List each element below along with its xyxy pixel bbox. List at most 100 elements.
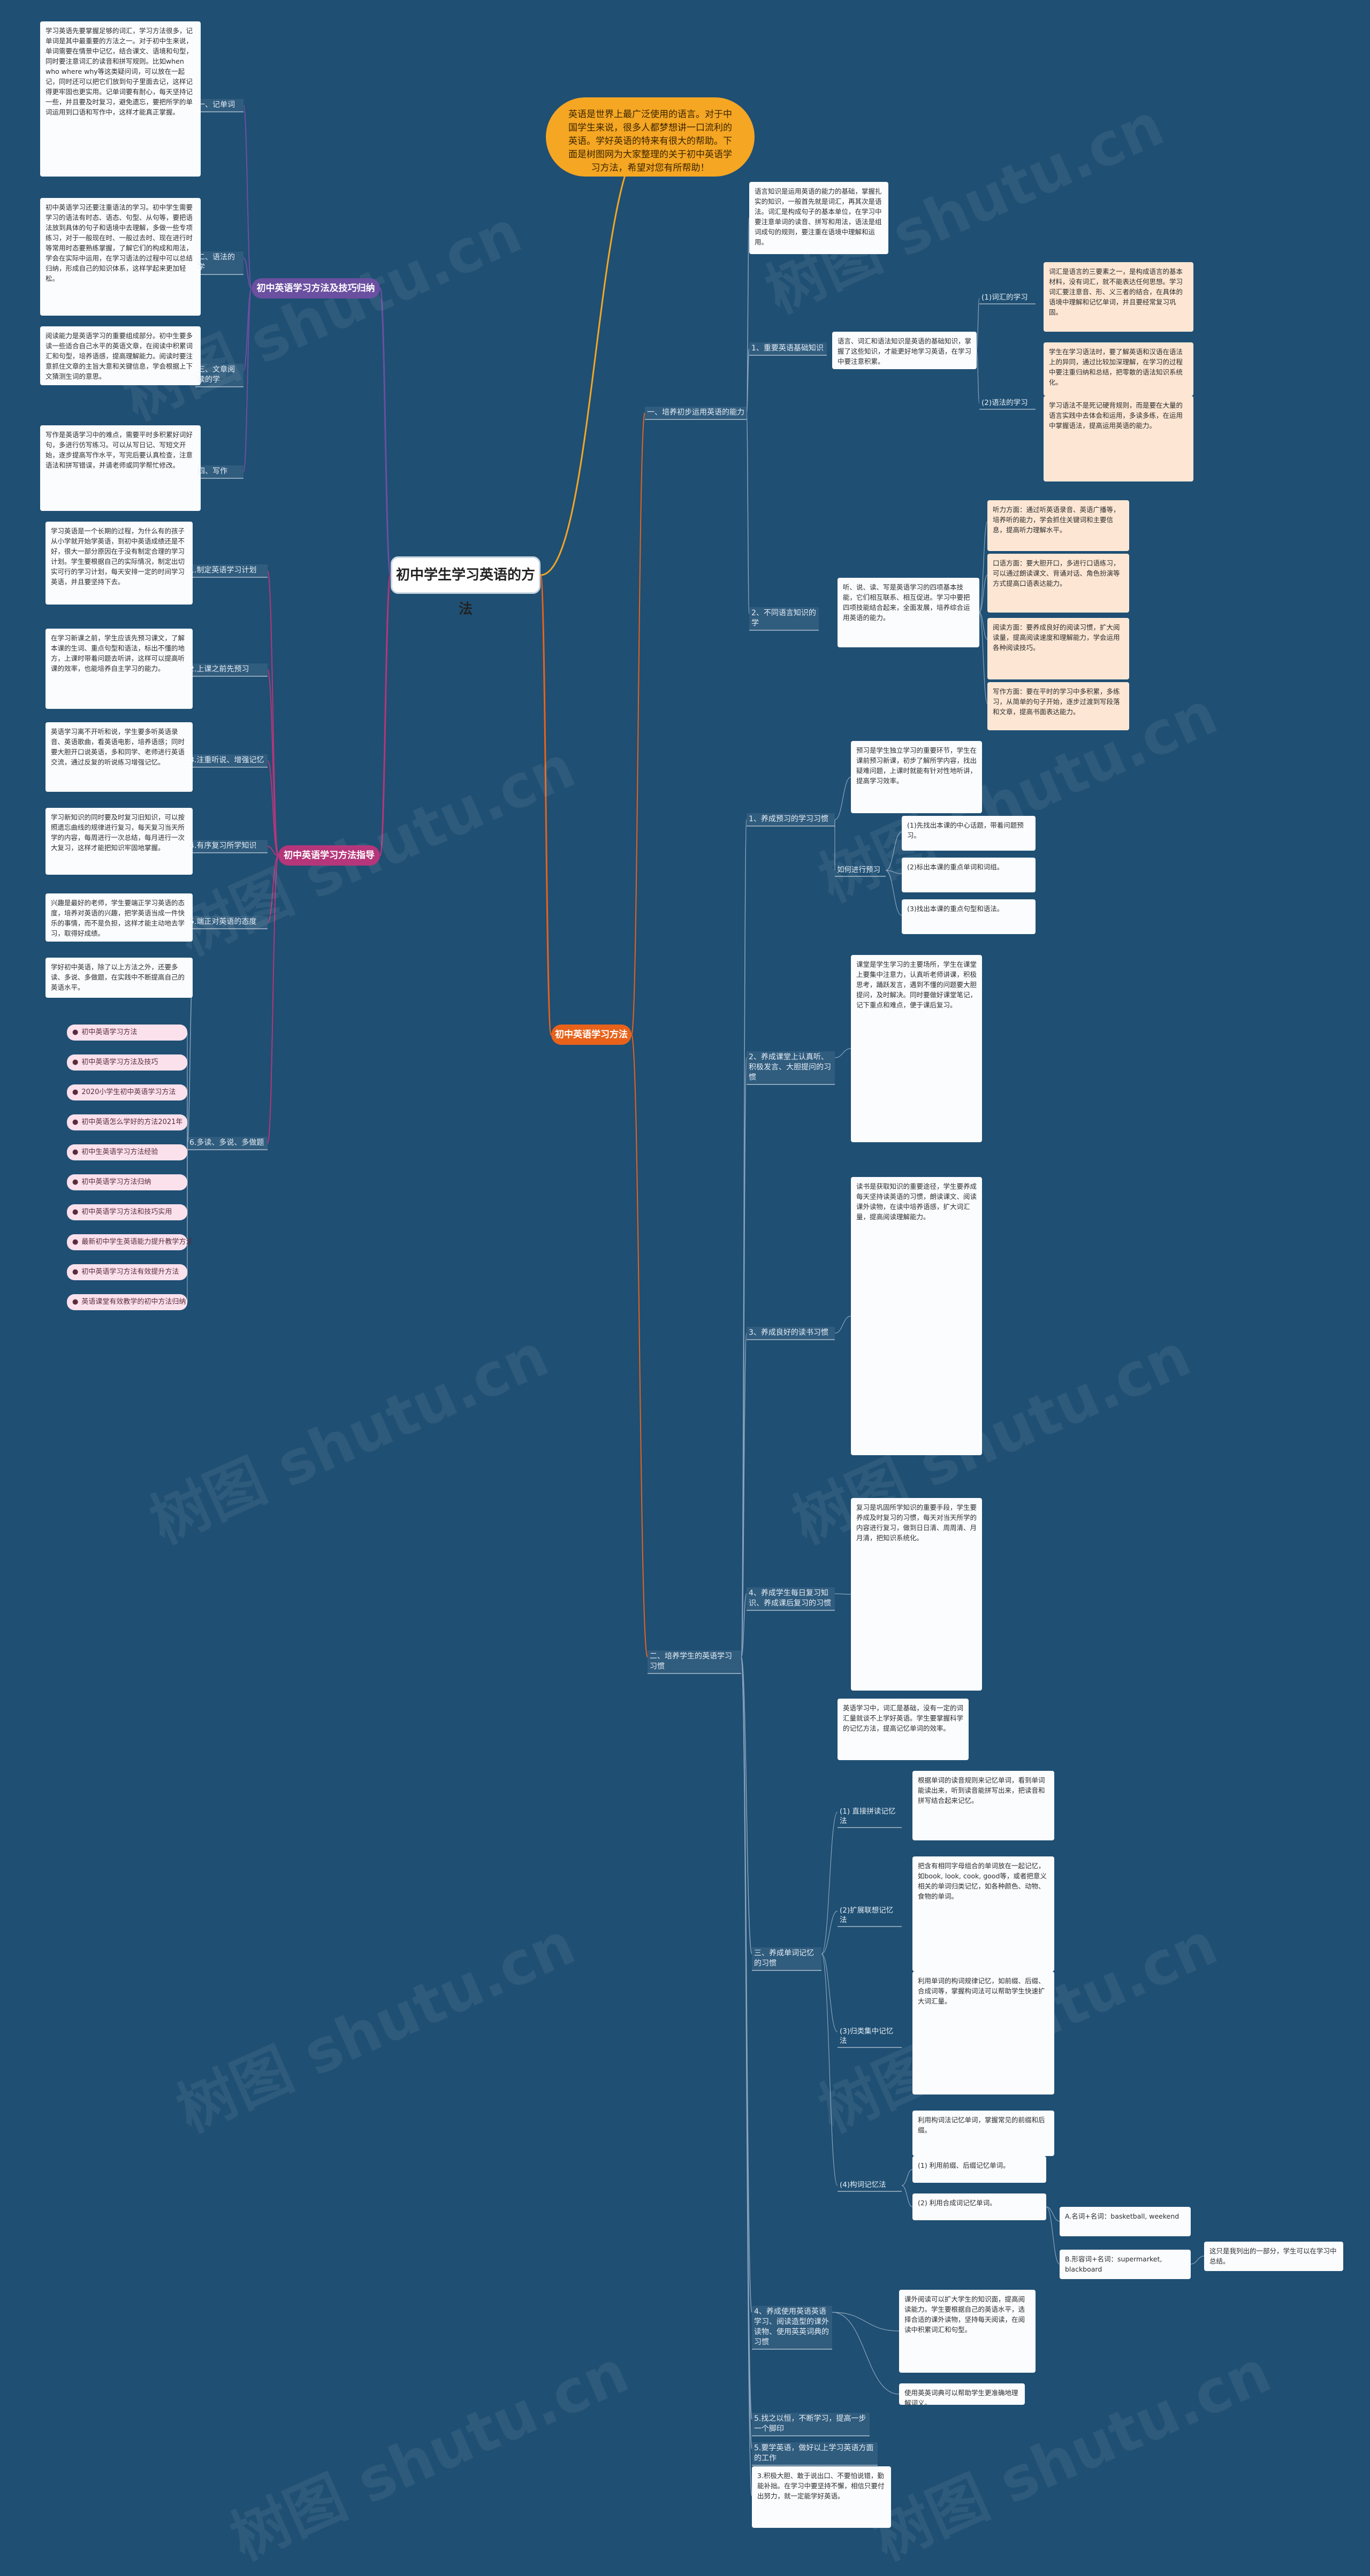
connector-line — [187, 977, 193, 1144]
s3-method-label[interactable]: (2)扩展联想记忆法 — [838, 1905, 902, 1927]
related-article-link[interactable]: ●初中英语学习方法有效提升方法 — [67, 1264, 187, 1280]
s2-item-text: 复习是巩固所学知识的重要手段，学生要养成及时复习的习惯，每天对当天所学的内容进行… — [851, 1498, 982, 1691]
related-article-link[interactable]: ●初中英语学习方法和技巧实用 — [67, 1204, 187, 1220]
s2-item-label[interactable]: 2、养成课堂上认真听、积极发言、大胆提问的习惯 — [747, 1051, 835, 1085]
s2-item-label[interactable]: 1、养成预习的学习习惯 — [747, 813, 835, 827]
s4-sub: 使用英英词典可以帮助学生更准确地理解词义。 — [899, 2383, 1025, 2405]
connector-line — [821, 1953, 838, 2032]
related-article-link[interactable]: ●最新初中学生英语能力提升教学方法 — [67, 1234, 193, 1250]
s3-method-final: 这只是我列出的一部分，学生可以在学习中总结。 — [1204, 2242, 1343, 2271]
connector-line — [379, 287, 392, 576]
s6-label[interactable]: 5.要学英语，做好以上学习英语方面的工作 — [752, 2442, 878, 2466]
s3-method-label[interactable]: (1) 直接拼读记忆法 — [838, 1806, 902, 1828]
b1-paragraph: 初中英语学习还要注重语法的学习。初中学生需要学习的语法有时态、语态、句型、从句等… — [40, 198, 201, 316]
s3-method-text: 把含有相同字母组合的单词放在一起记忆，如book, look, cook, go… — [912, 1856, 1054, 1971]
s3-label[interactable]: 三、养成单词记忆的习惯 — [752, 1947, 821, 1971]
b1-label[interactable]: 四、写作 — [195, 465, 243, 479]
b2-label[interactable]: 6.多读、多说、多做题 — [187, 1137, 268, 1150]
s7-text: 3.积极大胆、敢于说出口、不要怕说错，勤能补拙。在学习中要坚持不懈，相信只要付出… — [752, 2466, 891, 2528]
s1b-item: 写作方面：要在平时的学习中多积累，多练习，从简单的句子开始，逐步过渡到写段落和文… — [987, 682, 1129, 730]
related-article-link[interactable]: ●初中英语怎么学好的方法2021年 — [67, 1114, 187, 1130]
s2-sub-point: (1)先找出本课的中心话题，带着问题预习。 — [902, 816, 1036, 851]
b2-label[interactable]: 2.上课之前先预习 — [187, 663, 268, 677]
b1-label[interactable]: 一、记单词 — [195, 99, 243, 112]
s1a1-text: 词汇是语言的三要素之一，是构成语言的基本材料，没有词汇，就不能表达任何思想。学习… — [1044, 262, 1193, 332]
connector-line — [976, 297, 980, 351]
s1b-item: 口语方面：要大胆开口，多进行口语练习，可以通过朗读课文、背诵对话、角色扮演等方式… — [987, 554, 1129, 613]
related-article-link[interactable]: ●初中英语学习方法 — [67, 1025, 187, 1041]
bullet-icon: ● — [72, 1028, 79, 1036]
connector-line — [741, 1656, 752, 2496]
b1-label[interactable]: 三、文章阅读的学 — [195, 364, 243, 387]
b2-paragraph: 学习新知识的同时要及时复习旧知识，可以按照遗忘曲线的规律进行复习，每天复习当天所… — [45, 808, 193, 875]
b1-paragraph: 阅读能力是英语学习的重要组成部分。初中生要多读一些适合自己水平的英语文章，在阅读… — [40, 326, 201, 385]
related-article-link[interactable]: ●初中生英语学习方法经验 — [67, 1144, 187, 1160]
s3-intro: 英语学习中，词汇是基础，没有一定的词汇量就谈不上学好英语。学生要掌握科学的记忆方… — [838, 1699, 969, 1760]
root-topic[interactable]: 初中学生学习英语的方法 — [391, 556, 541, 617]
connector-line — [741, 1656, 752, 1954]
related-article-link[interactable]: ●英语课堂有效教学的初中方法归纳 — [67, 1294, 187, 1310]
s2-item-label[interactable]: 3、养成良好的读书习惯 — [747, 1327, 835, 1340]
s4-label[interactable]: 4、养成使用英语英语学习、阅读造型的课外读物、使用英英词典的习惯 — [752, 2306, 832, 2350]
link-label: 初中生英语学习方法经验 — [81, 1148, 158, 1156]
connector-line — [834, 1316, 851, 1334]
related-article-link[interactable]: ●初中英语学习方法归纳 — [67, 1174, 187, 1190]
connector-line — [885, 831, 902, 871]
connector-line — [631, 1034, 648, 1657]
connector-line — [267, 669, 279, 856]
s1b-intro: 听、说、读、写是英语学习的四项基本技能，它们相互联系、相互促进。学习中要把四项技… — [838, 578, 979, 647]
branch-methods-and-tips[interactable]: 初中英语学习方法及技巧归纳 — [252, 278, 380, 299]
connector-line — [832, 2312, 900, 2332]
b2-paragraph: 兴趣是最好的老师，学生要端正学习英语的态度，培养对英语的兴趣，把学英语当成一件快… — [45, 893, 193, 942]
link-label: 初中英语学习方法及技巧 — [81, 1058, 158, 1066]
connector-line — [1046, 2206, 1060, 2222]
bullet-icon: ● — [72, 1298, 79, 1306]
connector-line — [821, 1953, 838, 2186]
s1a1-label[interactable]: (1)词汇的学习 — [979, 292, 1036, 304]
connector-line — [979, 612, 988, 704]
branch-method-guide[interactable]: 初中英语学习方法指导 — [278, 845, 380, 866]
s3-method-label[interactable]: (3)归类集中记忆法 — [838, 2025, 902, 2048]
connector-line — [243, 288, 252, 472]
b2-label[interactable]: 5.端正对英语的态度 — [187, 916, 268, 929]
s1a-label[interactable]: 1、重要英语基础知识 — [749, 342, 827, 356]
connector-line — [979, 521, 988, 613]
s3-method-sub: (1) 利用前缀、后缀记忆单词。 — [912, 2156, 1046, 2183]
s2-item-label[interactable]: 4、养成学生每日复习知识、养成课后复习的习惯 — [747, 1587, 835, 1611]
connector-line — [746, 412, 750, 614]
branch-study-methods[interactable]: 初中英语学习方法 — [551, 1025, 631, 1045]
b2-label[interactable]: 4.有序复习所学知识 — [187, 840, 268, 853]
b2-paragraph: 学好初中英语，除了以上方法之外，还要多读、多说、多做题，在实践中不断提高自己的英… — [45, 958, 193, 998]
s2-label[interactable]: 二、培养学生的英语学习习惯 — [648, 1650, 741, 1674]
s1a2-label[interactable]: (2)语法的学习 — [979, 397, 1036, 410]
connector-line — [1190, 2256, 1205, 2265]
s3-method-label[interactable]: (4)构词记忆法 — [838, 2179, 902, 2192]
related-article-link[interactable]: ●2020小学生初中英语学习方法 — [67, 1084, 187, 1100]
b2-paragraph: 在学习新课之前，学生应该先预习课文，了解本课的生词、重点句型和语法，标出不懂的地… — [45, 629, 193, 709]
related-article-link[interactable]: ●初中英语学习方法及技巧 — [67, 1054, 187, 1071]
b1-label[interactable]: 二、语法的学 — [195, 251, 243, 275]
s1b-label[interactable]: 2、不同语言知识的学 — [749, 607, 819, 631]
connector-line — [885, 870, 902, 874]
connector-line — [539, 574, 552, 1036]
s3-method-text: 利用单词的构词规律记忆，如前缀、后缀、合成词等，掌握构词法可以帮助学生快速扩大词… — [912, 1971, 1054, 2095]
b2-paragraph: 英语学习离不开听和说，学生要多听英语录音、英语歌曲，看英语电影，培养语感；同时要… — [45, 722, 193, 792]
b1-paragraph: 写作是英语学习中的难点，需要平时多积累好词好句，多进行仿写练习。可以从写日记、写… — [40, 425, 201, 511]
b1-paragraph: 学习英语先要掌握足够的词汇，学习方法很多，记单词是其中最重要的方法之一。对于初中… — [40, 21, 201, 177]
link-label: 初中英语学习方法和技巧实用 — [81, 1208, 172, 1216]
connector-line — [540, 136, 651, 576]
s2-item-text: 预习是学生独立学习的重要环节，学生在课前预习新课，初步了解所学内容，找出疑难问题… — [851, 741, 982, 813]
s3-method-extra: B.形容词+名词：supermarket, blackboard — [1060, 2250, 1191, 2279]
b2-label[interactable]: 3.注重听说、增强记忆 — [187, 754, 268, 768]
connector-line — [746, 348, 750, 414]
connector-line — [901, 2185, 913, 2207]
s1-label[interactable]: 一、培养初步运用英语的能力 — [645, 407, 747, 420]
s5-label[interactable]: 5.找之以恒，不断学习，提高一步一个脚印 — [752, 2413, 870, 2436]
s3-method-sub: (2) 利用合成词记忆单词。 — [912, 2193, 1046, 2220]
s1a-text: 语言、词汇和语法知识是英语的基础知识，掌握了这些知识，才能更好地学习英语，在学习… — [832, 332, 977, 369]
b2-label[interactable]: 1.制定英语学习计划 — [187, 564, 268, 578]
link-label: 英语课堂有效教学的初中方法归纳 — [81, 1298, 186, 1306]
s2-sub-label[interactable]: 如何进行预习 — [835, 864, 886, 877]
s3-method-text: 利用构词法记忆单词，掌握常见的前缀和后缀。 — [912, 2111, 1054, 2156]
